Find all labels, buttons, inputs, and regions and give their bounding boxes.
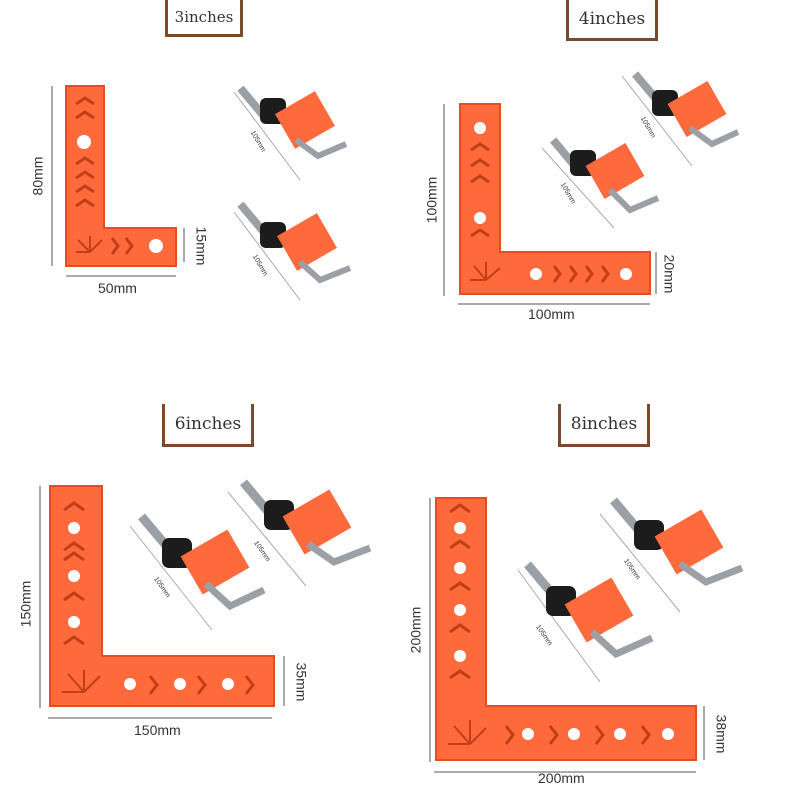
corner-ruler-icon xyxy=(443,71,740,305)
corner-ruler-icon xyxy=(429,497,744,773)
clamp-icon xyxy=(233,85,348,181)
height-dim: 200mm xyxy=(407,606,424,654)
height-dim: 100mm xyxy=(423,176,440,224)
corner-ruler-icon xyxy=(39,479,372,719)
panel-3inches: 3inches xyxy=(0,0,400,400)
clamp-icon xyxy=(599,497,744,613)
thickness-dim: 38mm xyxy=(713,714,730,754)
width-dim: 150mm xyxy=(134,722,181,738)
clamp-icon xyxy=(129,513,266,631)
height-dim: 150mm xyxy=(17,580,34,628)
width-dim: 200mm xyxy=(538,770,585,786)
corner-ruler-icon xyxy=(51,85,352,301)
size-label-text: 8inches xyxy=(570,414,638,434)
thickness-dim: 15mm xyxy=(193,226,210,266)
clamp-icon xyxy=(233,201,352,301)
panel-4inches: 4inches 100mm 100mm 20mm xyxy=(400,0,800,400)
width-dim: 50mm xyxy=(98,280,137,296)
panel-6inches: 6inches 150mm 150mm 35mm xyxy=(0,400,400,800)
width-dim: 100mm xyxy=(528,306,575,322)
clamp-icon xyxy=(517,561,654,683)
size-label-6in: 6inches xyxy=(162,404,254,447)
clamp-icon xyxy=(227,479,372,587)
clamp-icon xyxy=(541,137,660,229)
size-label-4in: 4inches xyxy=(566,0,658,41)
size-label-text: 4inches xyxy=(578,9,646,29)
thickness-dim: 35mm xyxy=(293,662,310,702)
size-label-3in: 3inches xyxy=(165,0,243,37)
size-label-text: 3inches xyxy=(174,8,234,26)
height-dim: 80mm xyxy=(29,156,46,196)
size-label-text: 6inches xyxy=(174,414,242,434)
thickness-dim: 20mm xyxy=(661,254,678,294)
panel-8inches: 8inches 200mm 200mm 38mm xyxy=(400,400,800,800)
size-label-8in: 8inches xyxy=(558,404,650,447)
clamp-icon xyxy=(621,71,740,167)
